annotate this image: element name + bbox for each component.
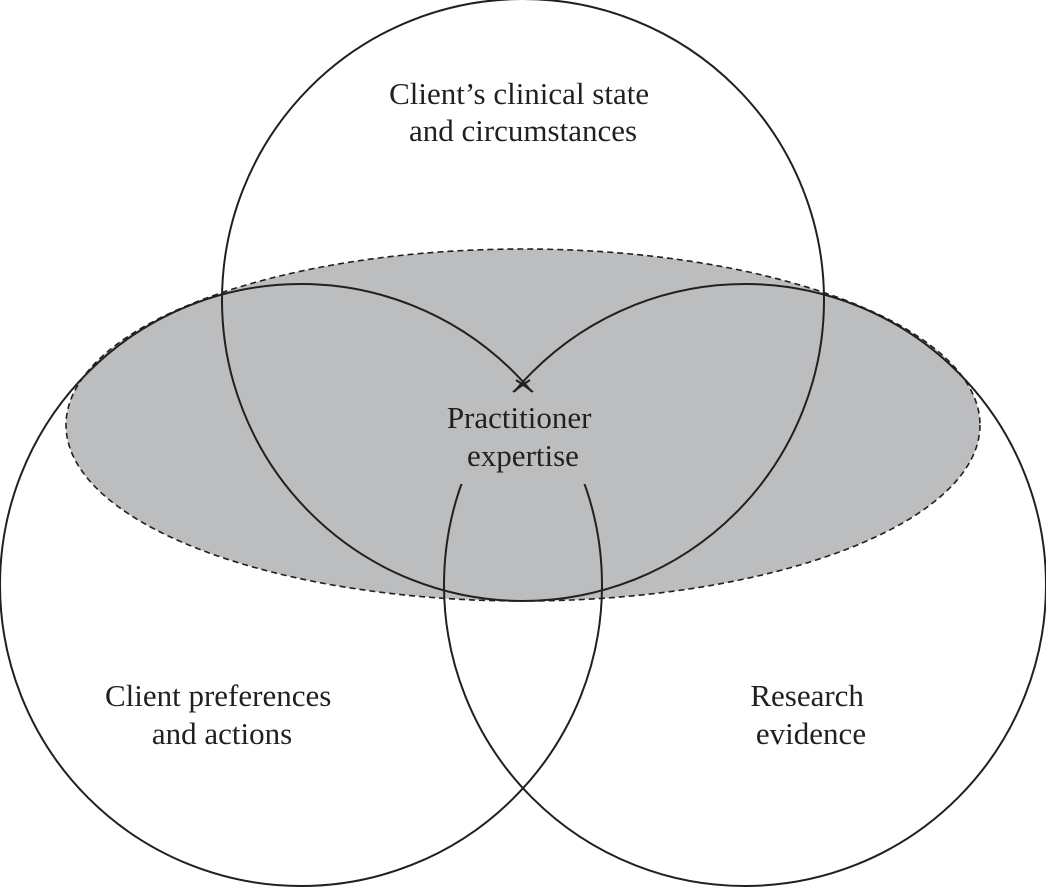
left-circle-arc-fragment bbox=[512, 379, 531, 393]
practitioner-expertise-label-line1: Practitioner bbox=[447, 400, 592, 435]
clinical-state-label-line2: and circumstances bbox=[409, 113, 637, 148]
client-preferences-label: Client preferences and actions bbox=[105, 678, 339, 751]
client-preferences-label-line1: Client preferences bbox=[105, 678, 331, 713]
clinical-state-circle bbox=[221, 0, 825, 602]
client-preferences-circle bbox=[0, 283, 603, 887]
clinical-state-label-line1: Client’s clinical state bbox=[389, 76, 649, 111]
center-label-knockout bbox=[440, 392, 606, 484]
practitioner-expertise-label: Practitioner expertise bbox=[447, 400, 599, 473]
clinical-state-label: Client’s clinical state and circumstance… bbox=[389, 76, 657, 148]
practitioner-expertise-label-line2: expertise bbox=[467, 438, 579, 473]
research-evidence-circle bbox=[443, 283, 1046, 887]
research-evidence-label-line2: evidence bbox=[756, 716, 866, 751]
right-circle-arc-fragment bbox=[515, 379, 534, 393]
research-evidence-label-line1: Research bbox=[750, 678, 864, 713]
client-preferences-label-line2: and actions bbox=[152, 716, 292, 751]
research-evidence-label: Research evidence bbox=[750, 678, 871, 751]
